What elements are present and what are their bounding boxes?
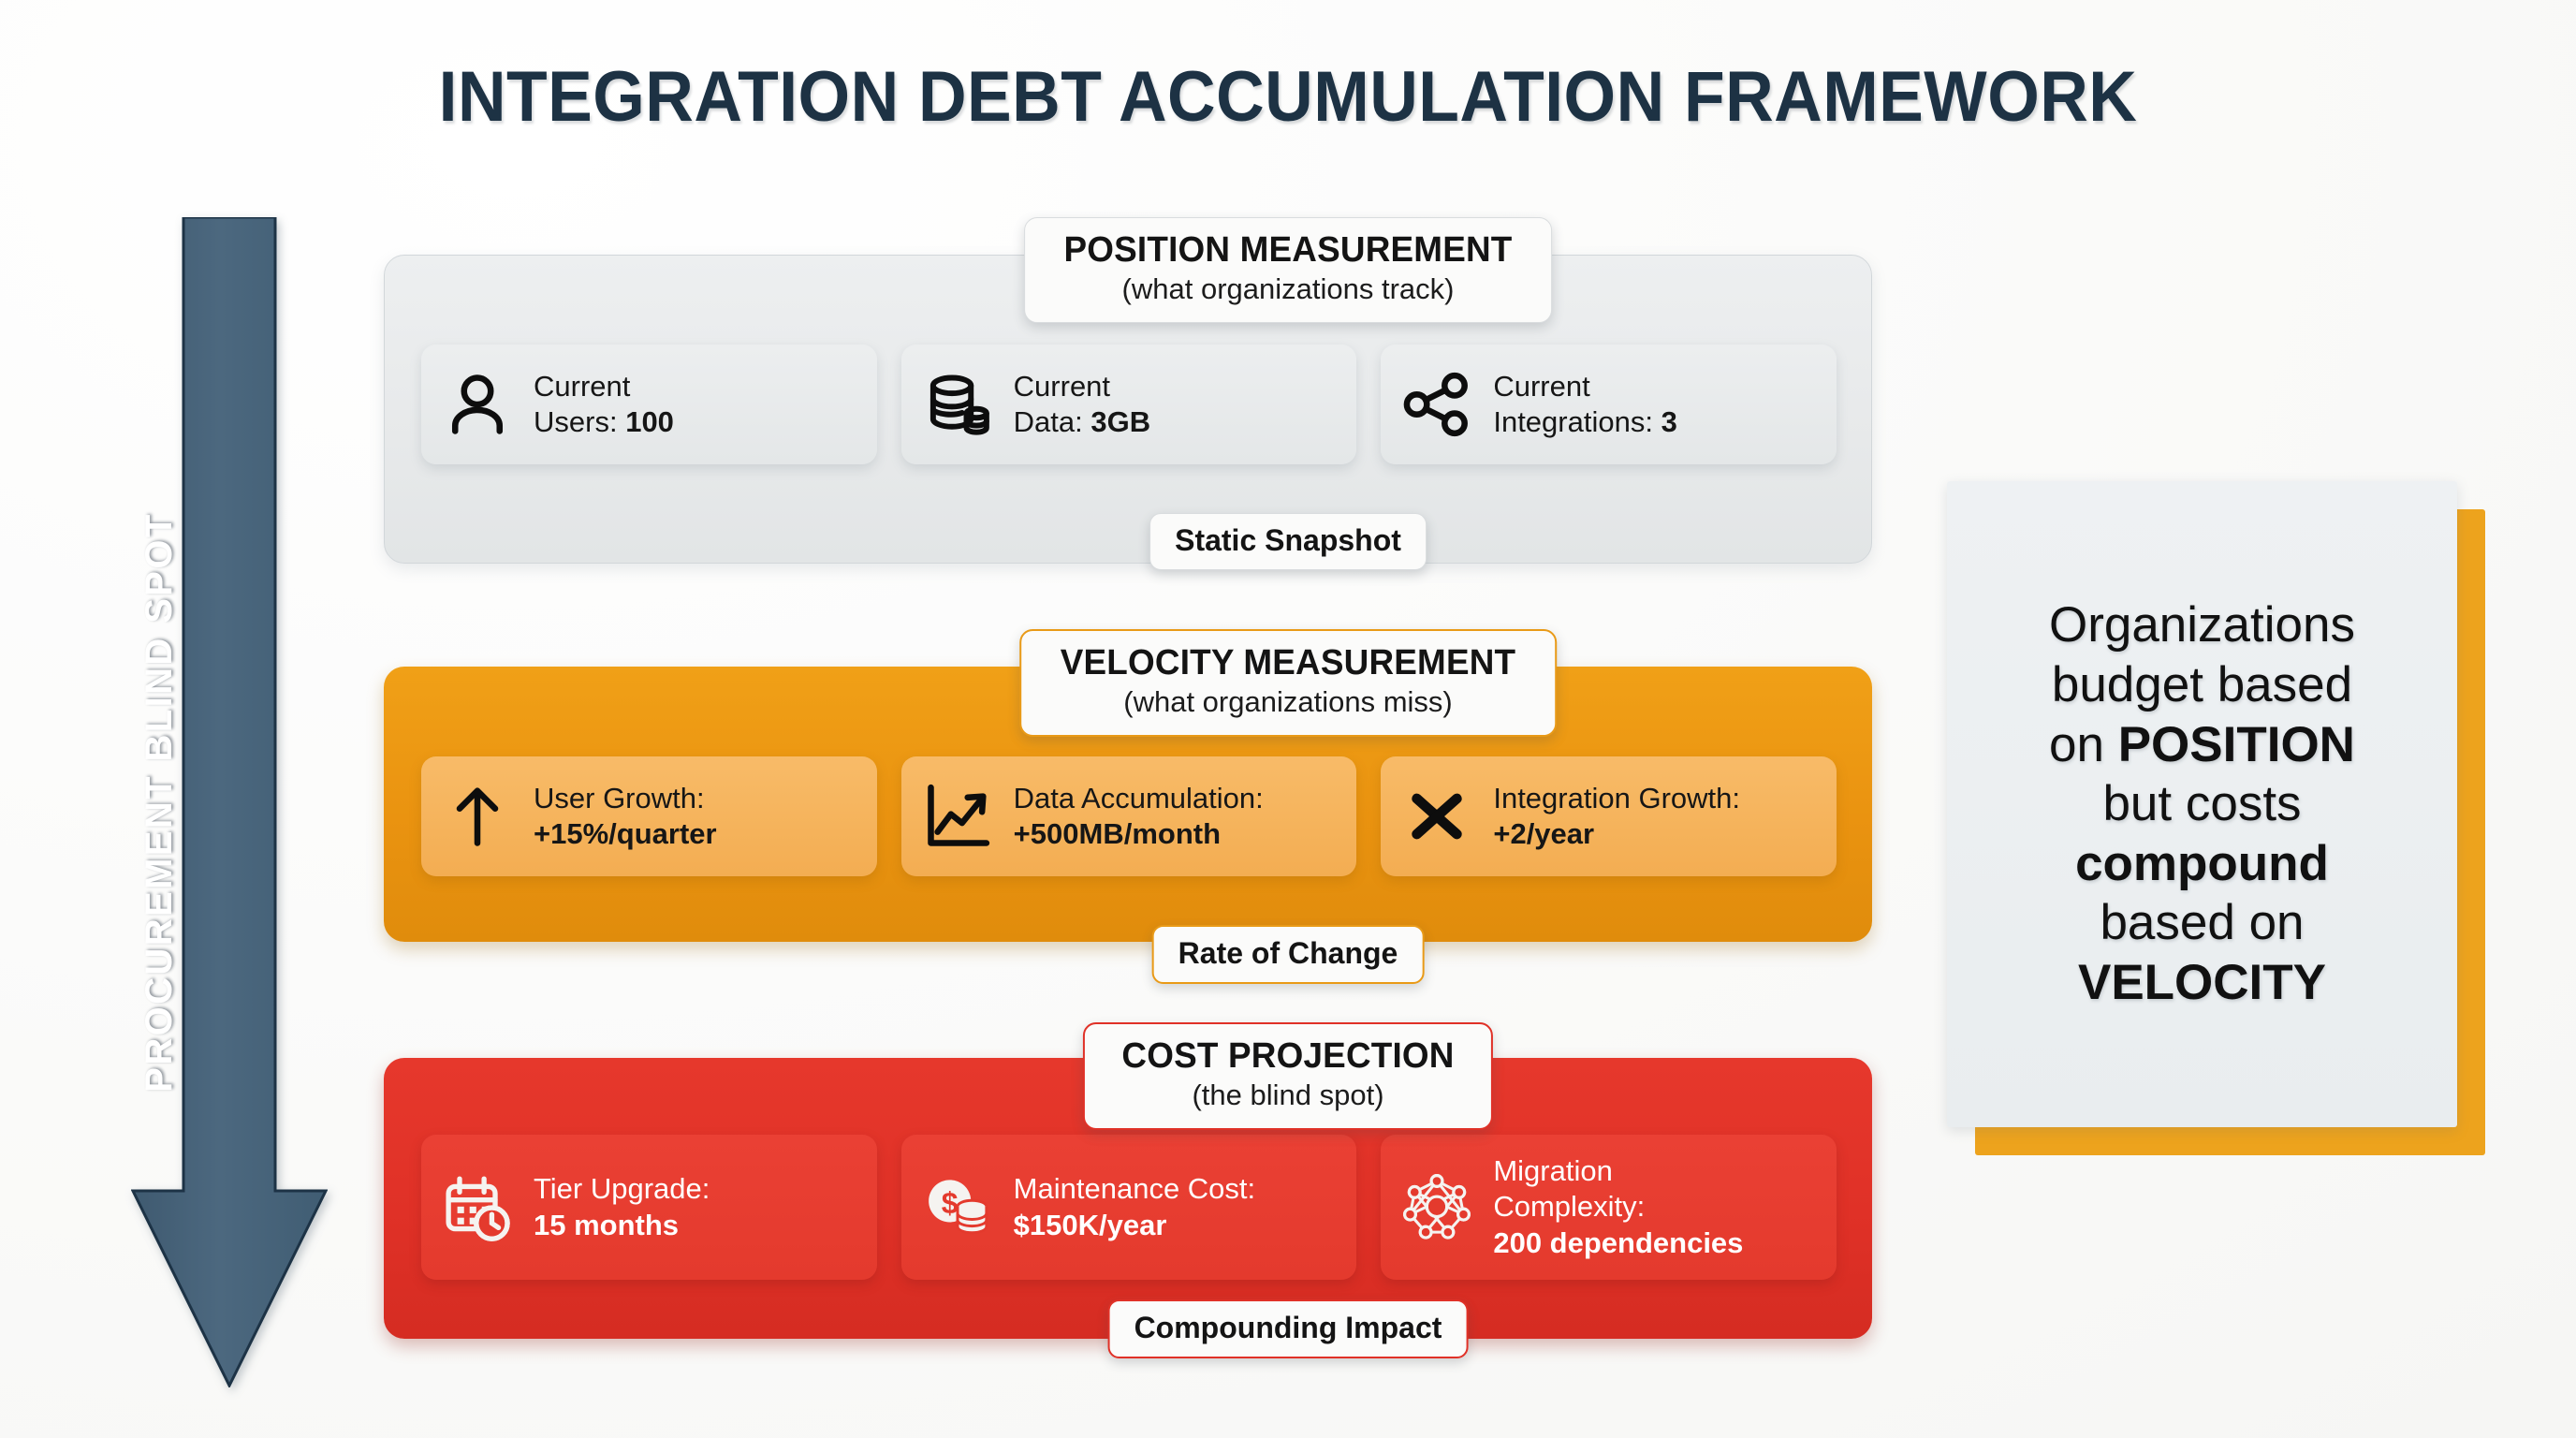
- card-migration-complexity[interactable]: Migration Complexity: 200 dependencies: [1381, 1135, 1837, 1281]
- card-value-label: Users:: [534, 405, 618, 438]
- cost-header-subtitle: (the blind spot): [1192, 1078, 1384, 1112]
- card-value: +500MB/month: [1013, 817, 1222, 850]
- card-value: 3GB: [1090, 405, 1151, 438]
- callout-line-6: based on: [2100, 895, 2305, 951]
- down-arrow-icon: [131, 217, 328, 1387]
- card-integration-growth[interactable]: Integration Growth: +2/year: [1381, 756, 1837, 876]
- callout-line-4: but costs: [2102, 776, 2302, 832]
- svg-text:$: $: [941, 1186, 958, 1220]
- card-label: Tier Upgrade:: [534, 1172, 710, 1206]
- card-integration-growth-text: Integration Growth: +2/year: [1493, 781, 1740, 853]
- card-label: Current: [1493, 369, 1590, 403]
- card-value-label: Data:: [1013, 405, 1083, 438]
- card-current-integrations[interactable]: Current Integrations: 3: [1381, 345, 1837, 464]
- position-header-subtitle: (what organizations track): [1121, 272, 1455, 306]
- share-nodes-icon: [1401, 369, 1472, 440]
- card-label: Complexity:: [1493, 1190, 1646, 1224]
- card-value: +15%/quarter: [534, 817, 717, 850]
- callout-text: Organizations budget based on POSITION b…: [2049, 595, 2355, 1012]
- card-current-data[interactable]: Current Data: 3GB: [900, 345, 1357, 464]
- card-label: Data Accumulation:: [1013, 781, 1264, 814]
- status-badge-rate-of-change: Rate of Change: [1151, 925, 1425, 984]
- database-icon: [922, 369, 993, 440]
- card-value: $150K/year: [1013, 1208, 1167, 1241]
- card-value-label: Integrations:: [1493, 405, 1653, 438]
- cost-section-header: COST PROJECTION (the blind spot): [1082, 1022, 1494, 1130]
- card-current-users-text: Current Users: 100: [534, 369, 674, 441]
- page-title: INTEGRATION DEBT ACCUMULATION FRAMEWORK: [438, 57, 2138, 137]
- callout-panel: Organizations budget based on POSITION b…: [1947, 481, 2485, 1155]
- card-label-line1: Migration: [1493, 1154, 1613, 1187]
- status-badge-compounding-impact: Compounding Impact: [1107, 1299, 1469, 1358]
- card-value: +2/year: [1493, 817, 1595, 850]
- cost-card-row: Tier Upgrade: 15 months $ Mainte: [421, 1135, 1837, 1281]
- callout-line-3-plain: on: [2049, 716, 2118, 772]
- position-section-header: POSITION MEASUREMENT (what organizations…: [1024, 217, 1552, 323]
- card-label: Current: [1013, 369, 1111, 403]
- card-label: Maintenance Cost:: [1013, 1172, 1256, 1206]
- callout-line-7-bold: VELOCITY: [2077, 954, 2326, 1010]
- card-current-users[interactable]: Current Users: 100: [421, 345, 877, 464]
- card-data-accumulation-text: Data Accumulation: +500MB/month: [1014, 781, 1264, 853]
- card-label: User Growth:: [534, 781, 705, 814]
- card-maintenance-cost[interactable]: $ Maintenance Cost: $150K/year: [900, 1135, 1357, 1281]
- card-tier-upgrade[interactable]: Tier Upgrade: 15 months: [421, 1135, 877, 1281]
- network-nodes-icon: [1401, 1172, 1472, 1243]
- card-current-integrations-text: Current Integrations: 3: [1493, 369, 1676, 441]
- calendar-clock-icon: [442, 1172, 513, 1243]
- card-current-data-text: Current Data: 3GB: [1014, 369, 1150, 441]
- card-value: 15 months: [534, 1208, 680, 1241]
- card-user-growth-text: User Growth: +15%/quarter: [534, 781, 717, 853]
- card-value: 200 dependencies: [1493, 1225, 1744, 1259]
- velocity-header-subtitle: (what organizations miss): [1123, 685, 1453, 719]
- user-icon: [442, 369, 513, 440]
- status-badge-static-snapshot: Static Snapshot: [1149, 513, 1427, 570]
- velocity-section-header: VELOCITY MEASUREMENT (what organizations…: [1019, 629, 1557, 737]
- money-coins-icon: $: [922, 1172, 993, 1243]
- position-header-title: POSITION MEASUREMENT: [1063, 230, 1513, 270]
- arrow-up-icon: [442, 781, 513, 852]
- cost-header-title: COST PROJECTION: [1121, 1036, 1455, 1076]
- chart-line-icon: [922, 781, 993, 852]
- card-maintenance-cost-text: Maintenance Cost: $150K/year: [1014, 1171, 1255, 1243]
- velocity-header-title: VELOCITY MEASUREMENT: [1060, 643, 1516, 682]
- position-card-row: Current Users: 100 Current Data:: [421, 345, 1837, 464]
- card-data-accumulation[interactable]: Data Accumulation: +500MB/month: [900, 756, 1357, 876]
- card-value: 3: [1661, 405, 1677, 438]
- callout-line-3-bold: POSITION: [2117, 716, 2355, 772]
- card-tier-upgrade-text: Tier Upgrade: 15 months: [534, 1171, 710, 1243]
- callout-card: Organizations budget based on POSITION b…: [1947, 481, 2457, 1127]
- card-label: Integration Growth:: [1493, 781, 1740, 814]
- procurement-blind-spot-arrow: PROCUREMENT BLIND SPOT: [131, 217, 328, 1387]
- card-label: Current: [534, 369, 631, 403]
- callout-line-2: budget based: [2051, 657, 2353, 713]
- card-migration-complexity-text: Migration Complexity: 200 dependencies: [1493, 1153, 1743, 1261]
- velocity-card-row: User Growth: +15%/quarter Data Accumulat…: [421, 756, 1837, 876]
- callout-line-1: Organizations: [2048, 597, 2355, 653]
- x-mark-icon: [1401, 781, 1472, 852]
- callout-line-5-bold: compound: [2075, 835, 2329, 891]
- card-user-growth[interactable]: User Growth: +15%/quarter: [421, 756, 877, 876]
- card-value: 100: [625, 405, 674, 438]
